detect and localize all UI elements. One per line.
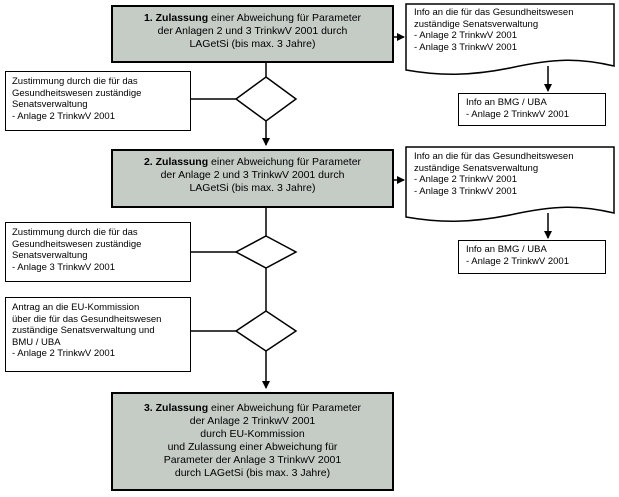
info-box-1-line: Info an die für das Gesundheitswesen [414, 7, 574, 18]
condition-box-2: Zustimmung durch die für das Gesundheits… [5, 222, 191, 282]
condition-box-3-line: BMU / UBA [12, 336, 61, 348]
approval-box-1-rest: einer Abweichung für Parameter [208, 12, 362, 24]
decision-diamond-1 [234, 76, 298, 122]
decision-diamond-2 [234, 235, 298, 269]
approval-box-3: 3. Zulassung einer Abweichung für Parame… [111, 392, 394, 491]
info-box-1-line: - Anlage 2 TrinkwV 2001 [414, 30, 517, 41]
approval-box-2-line: LAGetSi (bis max. 3 Jahre) [189, 182, 316, 194]
info-box-2: Info an BMG / UBA - Anlage 2 TrinkwV 200… [458, 93, 606, 126]
approval-box-1-line: LAGetSi (bis max. 3 Jahre) [189, 38, 316, 50]
approval-box-2-line: der Anlage 2 und 3 TrinkwV 2001 durch [160, 169, 345, 181]
approval-box-3-line: Parameter der Anlage 3 TrinkwV 2001 [163, 454, 342, 466]
approval-box-3-rest: einer Abweichung für Parameter [208, 402, 362, 414]
approval-box-2-lead: 2. Zulassung [143, 156, 209, 168]
condition-box-2-line: Zustimmung durch die für das [12, 227, 138, 238]
info-box-1-shape [405, 3, 615, 76]
approval-box-1: 1. Zulassung einer Abweichung für Parame… [111, 5, 394, 63]
condition-box-3: Antrag an die EU-Kommission über die für… [5, 297, 191, 372]
decision-diamond-3 [234, 310, 298, 352]
info-box-2-line: Info an BMG / UBA [466, 97, 547, 108]
info-box-3-shape [405, 146, 615, 223]
approval-box-2-rest: einer Abweichung für Parameter [208, 156, 362, 168]
condition-box-2-line: Gesundheitswesen zuständige [12, 238, 142, 250]
info-box-4-line: - Anlage 2 TrinkwV 2001 [466, 255, 569, 267]
info-box-4-line: Info an BMG / UBA [466, 244, 547, 255]
approval-box-3-line: und Zulassung einer Abweichung für [167, 441, 338, 453]
info-box-4: Info an BMG / UBA - Anlage 2 TrinkwV 200… [458, 240, 606, 274]
info-box-3: Info an die für das Gesundheitswesen zus… [414, 151, 612, 197]
condition-box-1-line: Senatsverwaltung [12, 99, 88, 110]
condition-box-1-line: Gesundheitswesen zuständige [12, 87, 142, 99]
info-box-3-line: - Anlage 3 TrinkwV 2001 [414, 185, 517, 197]
approval-box-3-lead: 3. Zulassung [143, 402, 209, 414]
info-box-2-line: - Anlage 2 TrinkwV 2001 [466, 108, 569, 120]
condition-box-1: Zustimmung durch die für das Gesundheits… [5, 71, 191, 131]
condition-box-1-line: Zustimmung durch die für das [12, 76, 138, 87]
condition-box-3-line: zuständige Senatsverwaltung und [12, 325, 155, 336]
info-box-1: Info an die für das Gesundheitswesen zus… [414, 7, 612, 53]
approval-box-2: 2. Zulassung einer Abweichung für Parame… [111, 149, 394, 208]
info-box-1-line: zuständige Senatsverwaltung [414, 18, 539, 30]
approval-box-1-lead: 1. Zulassung [143, 12, 209, 24]
approval-box-3-line: durch EU-Kommission [200, 428, 305, 440]
condition-box-2-line: - Anlage 3 TrinkwV 2001 [12, 261, 115, 273]
approval-box-1-line: der Anlagen 2 und 3 TrinkwV 2001 durch [157, 25, 348, 37]
approval-box-3-line: durch LAGetSi (bis max. 3 Jahre) [174, 467, 331, 479]
condition-box-3-line: - Anlage 2 TrinkwV 2001 [12, 348, 115, 359]
condition-box-1-line: - Anlage 2 TrinkwV 2001 [12, 110, 115, 122]
info-box-3-line: - Anlage 2 TrinkwV 2001 [414, 174, 517, 185]
approval-box-3-line: der Anlage 2 TrinkwV 2001 [189, 415, 316, 427]
info-box-3-line: Info an die für das Gesundheitswesen [414, 151, 574, 162]
condition-box-3-line: Antrag an die EU-Kommission [12, 302, 140, 313]
info-box-1-line: - Anlage 3 TrinkwV 2001 [414, 41, 517, 53]
info-box-3-line: zuständige Senatsverwaltung [414, 162, 539, 174]
condition-box-3-line: über die für das Gesundheitswesen [12, 313, 162, 325]
condition-box-2-line: Senatsverwaltung [12, 250, 88, 261]
